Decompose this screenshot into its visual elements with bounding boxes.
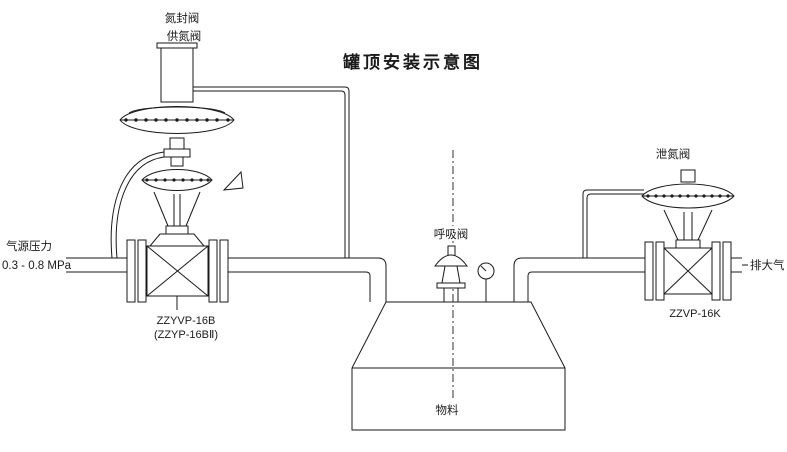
- label-left-valve-model-1: ZZYVP-16B: [157, 315, 216, 327]
- label-material: 物料: [436, 403, 459, 417]
- label-exhaust-to-atmosphere: 排大气: [750, 258, 785, 272]
- nitrogen-seal-valve: [110, 42, 244, 310]
- flange: [219, 239, 229, 303]
- flange: [655, 241, 665, 301]
- flange: [137, 239, 147, 303]
- storage-tank: [351, 301, 566, 431]
- flange: [711, 241, 721, 301]
- breathing-valve: [434, 245, 468, 302]
- label-air-source-pressure: 气源压力: [6, 239, 52, 253]
- label-nitrogen-supply-valve: 供氮阀: [167, 29, 202, 43]
- label-nitrogen-seal-valve: 氮封阀: [165, 11, 200, 25]
- flange: [722, 241, 732, 301]
- flange: [644, 241, 654, 301]
- sensing-line-right: [582, 189, 644, 258]
- tank-outline: [351, 301, 566, 431]
- flange: [126, 239, 136, 303]
- label-pressure-range: 0.3 - 0.8 MPa: [2, 260, 72, 272]
- label-nitrogen-relief-valve: 泄氮阀: [656, 147, 691, 161]
- pressure-gauge: [477, 262, 495, 302]
- flag-fitting: [222, 170, 244, 191]
- supply-valve-cylinder: [156, 42, 198, 49]
- flange: [208, 239, 218, 303]
- sensing-line-left: [193, 86, 350, 258]
- nitrogen-relief-valve: [641, 169, 735, 301]
- vent-riser-pipe: [513, 257, 645, 302]
- label-left-valve-model-2: (ZZYP-16BⅡ): [154, 329, 218, 341]
- exhaust-pipe: [731, 257, 748, 273]
- label-right-valve-model: ZZVP-16K: [669, 308, 721, 320]
- breathing-valve-cap: [434, 254, 468, 267]
- inlet-pipe: [66, 257, 127, 273]
- supply-pipe-to-tank: [228, 257, 387, 302]
- label-breathing-valve: 呼吸阀: [434, 227, 469, 241]
- diagram-title: 罐顶安装示意图: [342, 52, 483, 72]
